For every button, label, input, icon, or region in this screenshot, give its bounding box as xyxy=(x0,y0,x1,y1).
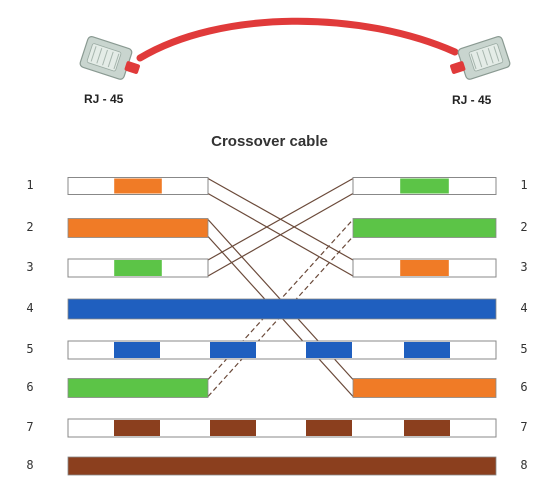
left-pin-number: 1 xyxy=(26,178,34,192)
left-pin-2-wire xyxy=(67,218,209,238)
right-pin-number: 7 xyxy=(520,420,528,434)
cable-body xyxy=(136,17,459,62)
left-pin-number: 5 xyxy=(26,342,34,356)
right-pin-number: 2 xyxy=(520,220,528,234)
crossover-wires xyxy=(207,177,354,397)
cable-illustration xyxy=(79,17,511,80)
left-pin-1-wire xyxy=(67,177,209,195)
left-pin-number: 7 xyxy=(26,420,34,434)
pin-8-full-wire xyxy=(67,456,497,476)
pin-7-full-wire xyxy=(67,418,497,438)
left-pin-number: 4 xyxy=(26,301,34,315)
right-pin-number: 8 xyxy=(520,458,528,472)
crossover-wire-3-to-1 xyxy=(207,177,354,277)
pin-4-full-wire xyxy=(67,298,497,320)
left-connector-icon xyxy=(79,36,140,80)
left-connector-label: RJ - 45 xyxy=(84,92,124,106)
diagram-title: Crossover cable xyxy=(211,133,328,150)
left-pin-3-wire xyxy=(67,258,209,278)
right-pin-number: 5 xyxy=(520,342,528,356)
right-connector-icon xyxy=(450,36,511,80)
right-pin-number: 4 xyxy=(520,301,528,315)
right-connector-label: RJ - 45 xyxy=(452,93,492,107)
pin-bars xyxy=(67,177,497,476)
right-pin-1-wire xyxy=(352,177,497,195)
left-pin-6-wire xyxy=(67,378,209,398)
right-pin-number: 1 xyxy=(520,178,528,192)
right-pin-2-wire xyxy=(352,218,497,238)
left-pin-number: 6 xyxy=(26,380,34,394)
right-pin-3-wire xyxy=(352,258,497,278)
right-pin-number: 3 xyxy=(520,260,528,274)
left-pin-number: 3 xyxy=(26,260,34,274)
pin-5-full-wire xyxy=(67,340,497,360)
left-pin-number: 2 xyxy=(26,220,34,234)
right-pin-6-wire xyxy=(352,378,497,398)
right-pin-number: 6 xyxy=(520,380,528,394)
left-pin-number: 8 xyxy=(26,458,34,472)
